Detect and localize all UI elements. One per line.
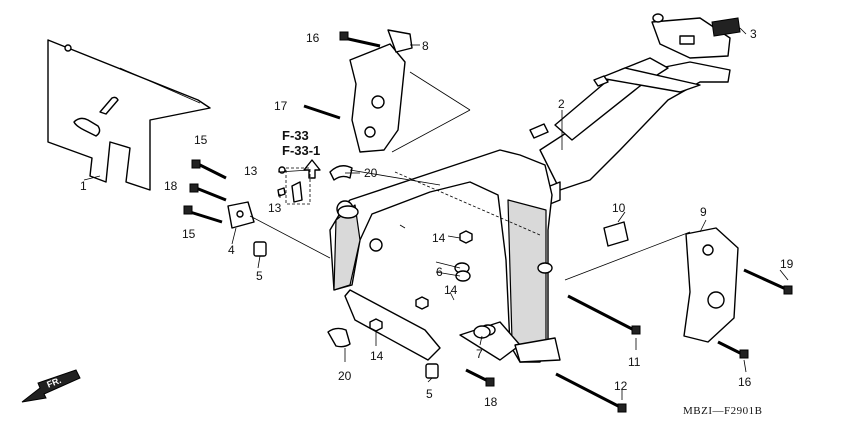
callout-11: 11 xyxy=(628,355,641,369)
callout-17: 17 xyxy=(274,99,288,113)
callout-20-lower: 20 xyxy=(338,369,352,383)
part-7-collar xyxy=(473,325,491,339)
callout-5-lower: 5 xyxy=(426,387,433,401)
part-20-clamp-upper xyxy=(329,165,353,181)
callout-18-lower: 18 xyxy=(484,395,498,409)
part-10-clip xyxy=(603,221,629,247)
part-1-guard-plate xyxy=(47,39,211,191)
part-2-subframe xyxy=(529,13,731,207)
callout-14-upper: 14 xyxy=(432,231,446,245)
callout-6: 6 xyxy=(436,265,443,279)
callout-14-lower: 14 xyxy=(370,349,384,363)
part-5-collar-lower xyxy=(425,363,439,379)
callout-4: 4 xyxy=(228,243,235,257)
callout-20-upper: 20 xyxy=(364,166,378,180)
leader-lines xyxy=(83,27,789,400)
callout-7: 7 xyxy=(476,347,483,361)
callout-12: 12 xyxy=(614,379,628,393)
callout-15-upper: 15 xyxy=(194,133,208,147)
part-9-hanger xyxy=(683,227,739,343)
main-frame xyxy=(329,149,561,363)
bolts xyxy=(183,31,793,413)
reference-f33-1: F-33-1 xyxy=(282,143,320,158)
part-6-collars xyxy=(454,262,471,282)
part-20-clamp-lower xyxy=(327,327,351,348)
callout-16-lower: 16 xyxy=(738,375,752,389)
part-4-bracket xyxy=(227,201,255,229)
direction-arrow xyxy=(21,369,81,403)
callout-5-upper: 5 xyxy=(256,269,263,283)
part-5-collar-upper xyxy=(253,241,267,257)
diagram-code: MBZI—F2901B xyxy=(683,405,762,417)
callout-9: 9 xyxy=(700,205,707,219)
callout-3: 3 xyxy=(750,27,757,41)
reference-f33: F-33 xyxy=(282,128,309,143)
callout-15-lower: 15 xyxy=(182,227,196,241)
callout-13-left: 13 xyxy=(244,164,258,178)
callout-18-upper: 18 xyxy=(164,179,178,193)
callout-19: 19 xyxy=(780,257,794,271)
part-3-rubber-pad xyxy=(711,17,741,37)
callout-10: 10 xyxy=(612,201,626,215)
callout-2: 2 xyxy=(558,97,565,111)
callout-14-middle: 14 xyxy=(444,283,458,297)
callout-8: 8 xyxy=(422,39,429,53)
callout-13-lower: 13 xyxy=(268,201,282,215)
part-8-hanger xyxy=(349,29,413,153)
callout-16-upper: 16 xyxy=(306,31,320,45)
part-14-nuts xyxy=(369,230,473,332)
callout-1: 1 xyxy=(80,179,87,193)
reference-box xyxy=(285,159,321,205)
